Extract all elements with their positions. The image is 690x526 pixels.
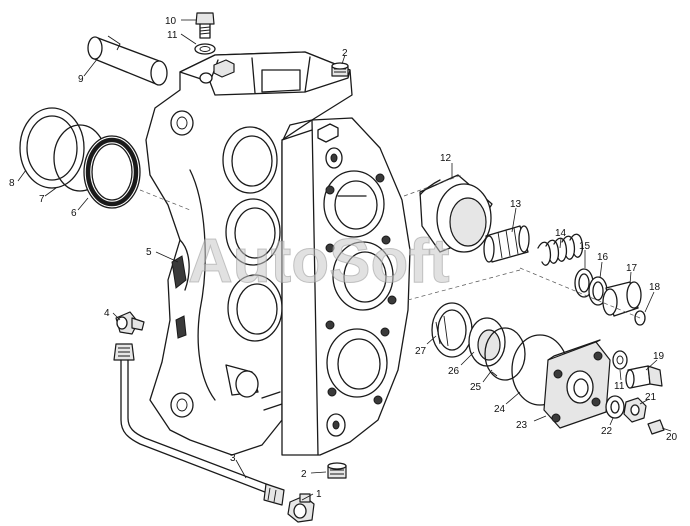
seal-27 [431,302,473,358]
callout-3: 3 [230,453,236,464]
callout-22: 22 [601,426,613,437]
plug-2-top [331,62,349,77]
seal-ring-8 [19,107,85,189]
bolt-19 [625,365,663,389]
pipe-nut-upper [113,343,135,361]
callout-5: 5 [146,247,152,258]
pipe-nut-lower [263,483,285,506]
callout-21: 21 [645,392,657,403]
union-fitting-1 [287,493,315,523]
cover-plate-23 [543,339,611,429]
spring-14 [537,233,584,266]
callout-1: 1 [316,489,322,500]
callout-14: 14 [555,228,567,239]
callout-8: 8 [9,178,15,189]
callout-10: 10 [165,16,177,27]
callout-11-right: 11 [614,381,625,392]
plug-20 [647,419,665,435]
callout-2-bottom: 2 [301,469,307,480]
top-washer-11 [194,43,216,55]
leader-lines [17,19,672,501]
washer-11-right [612,350,628,370]
callout-11-top: 11 [167,30,178,41]
callout-15: 15 [579,241,591,252]
brake-pipe-3 [120,359,275,495]
callout-13: 13 [510,199,522,210]
callout-4: 4 [104,308,110,319]
sleeve-17 [602,281,642,317]
callout-19: 19 [653,351,665,362]
nut-21 [623,397,647,423]
callout-6: 6 [71,208,77,219]
callout-2-top: 2 [342,48,348,59]
callout-7: 7 [39,194,45,205]
guide-pin-9 [87,35,168,86]
snap-ring-18 [634,310,646,326]
callout-27: 27 [415,346,427,357]
callout-26: 26 [448,366,460,377]
callout-labels: 10 11 2 9 8 7 6 5 4 3 1 2 12 13 14 15 16… [9,16,678,500]
callout-16: 16 [597,252,609,263]
callout-17: 17 [626,263,638,274]
callout-18: 18 [649,282,661,293]
callout-24: 24 [494,404,506,415]
callout-12: 12 [440,153,452,164]
watermark-text: AutoSoft [188,227,450,296]
seal-ring-6 [83,135,141,209]
callout-20: 20 [666,432,678,443]
callout-9: 9 [78,74,84,85]
washer-22 [605,395,625,419]
caliper-housing [145,51,411,456]
bridge-plugs [199,59,235,84]
callout-23: 23 [516,420,528,431]
piston-12 [419,174,493,253]
elbow-fitting-4 [115,311,145,335]
ring-25 [484,327,526,381]
top-bolt-10 [195,12,215,39]
plug-2-bottom [327,462,347,479]
callout-25: 25 [470,382,482,393]
adjuster-13 [483,225,530,263]
